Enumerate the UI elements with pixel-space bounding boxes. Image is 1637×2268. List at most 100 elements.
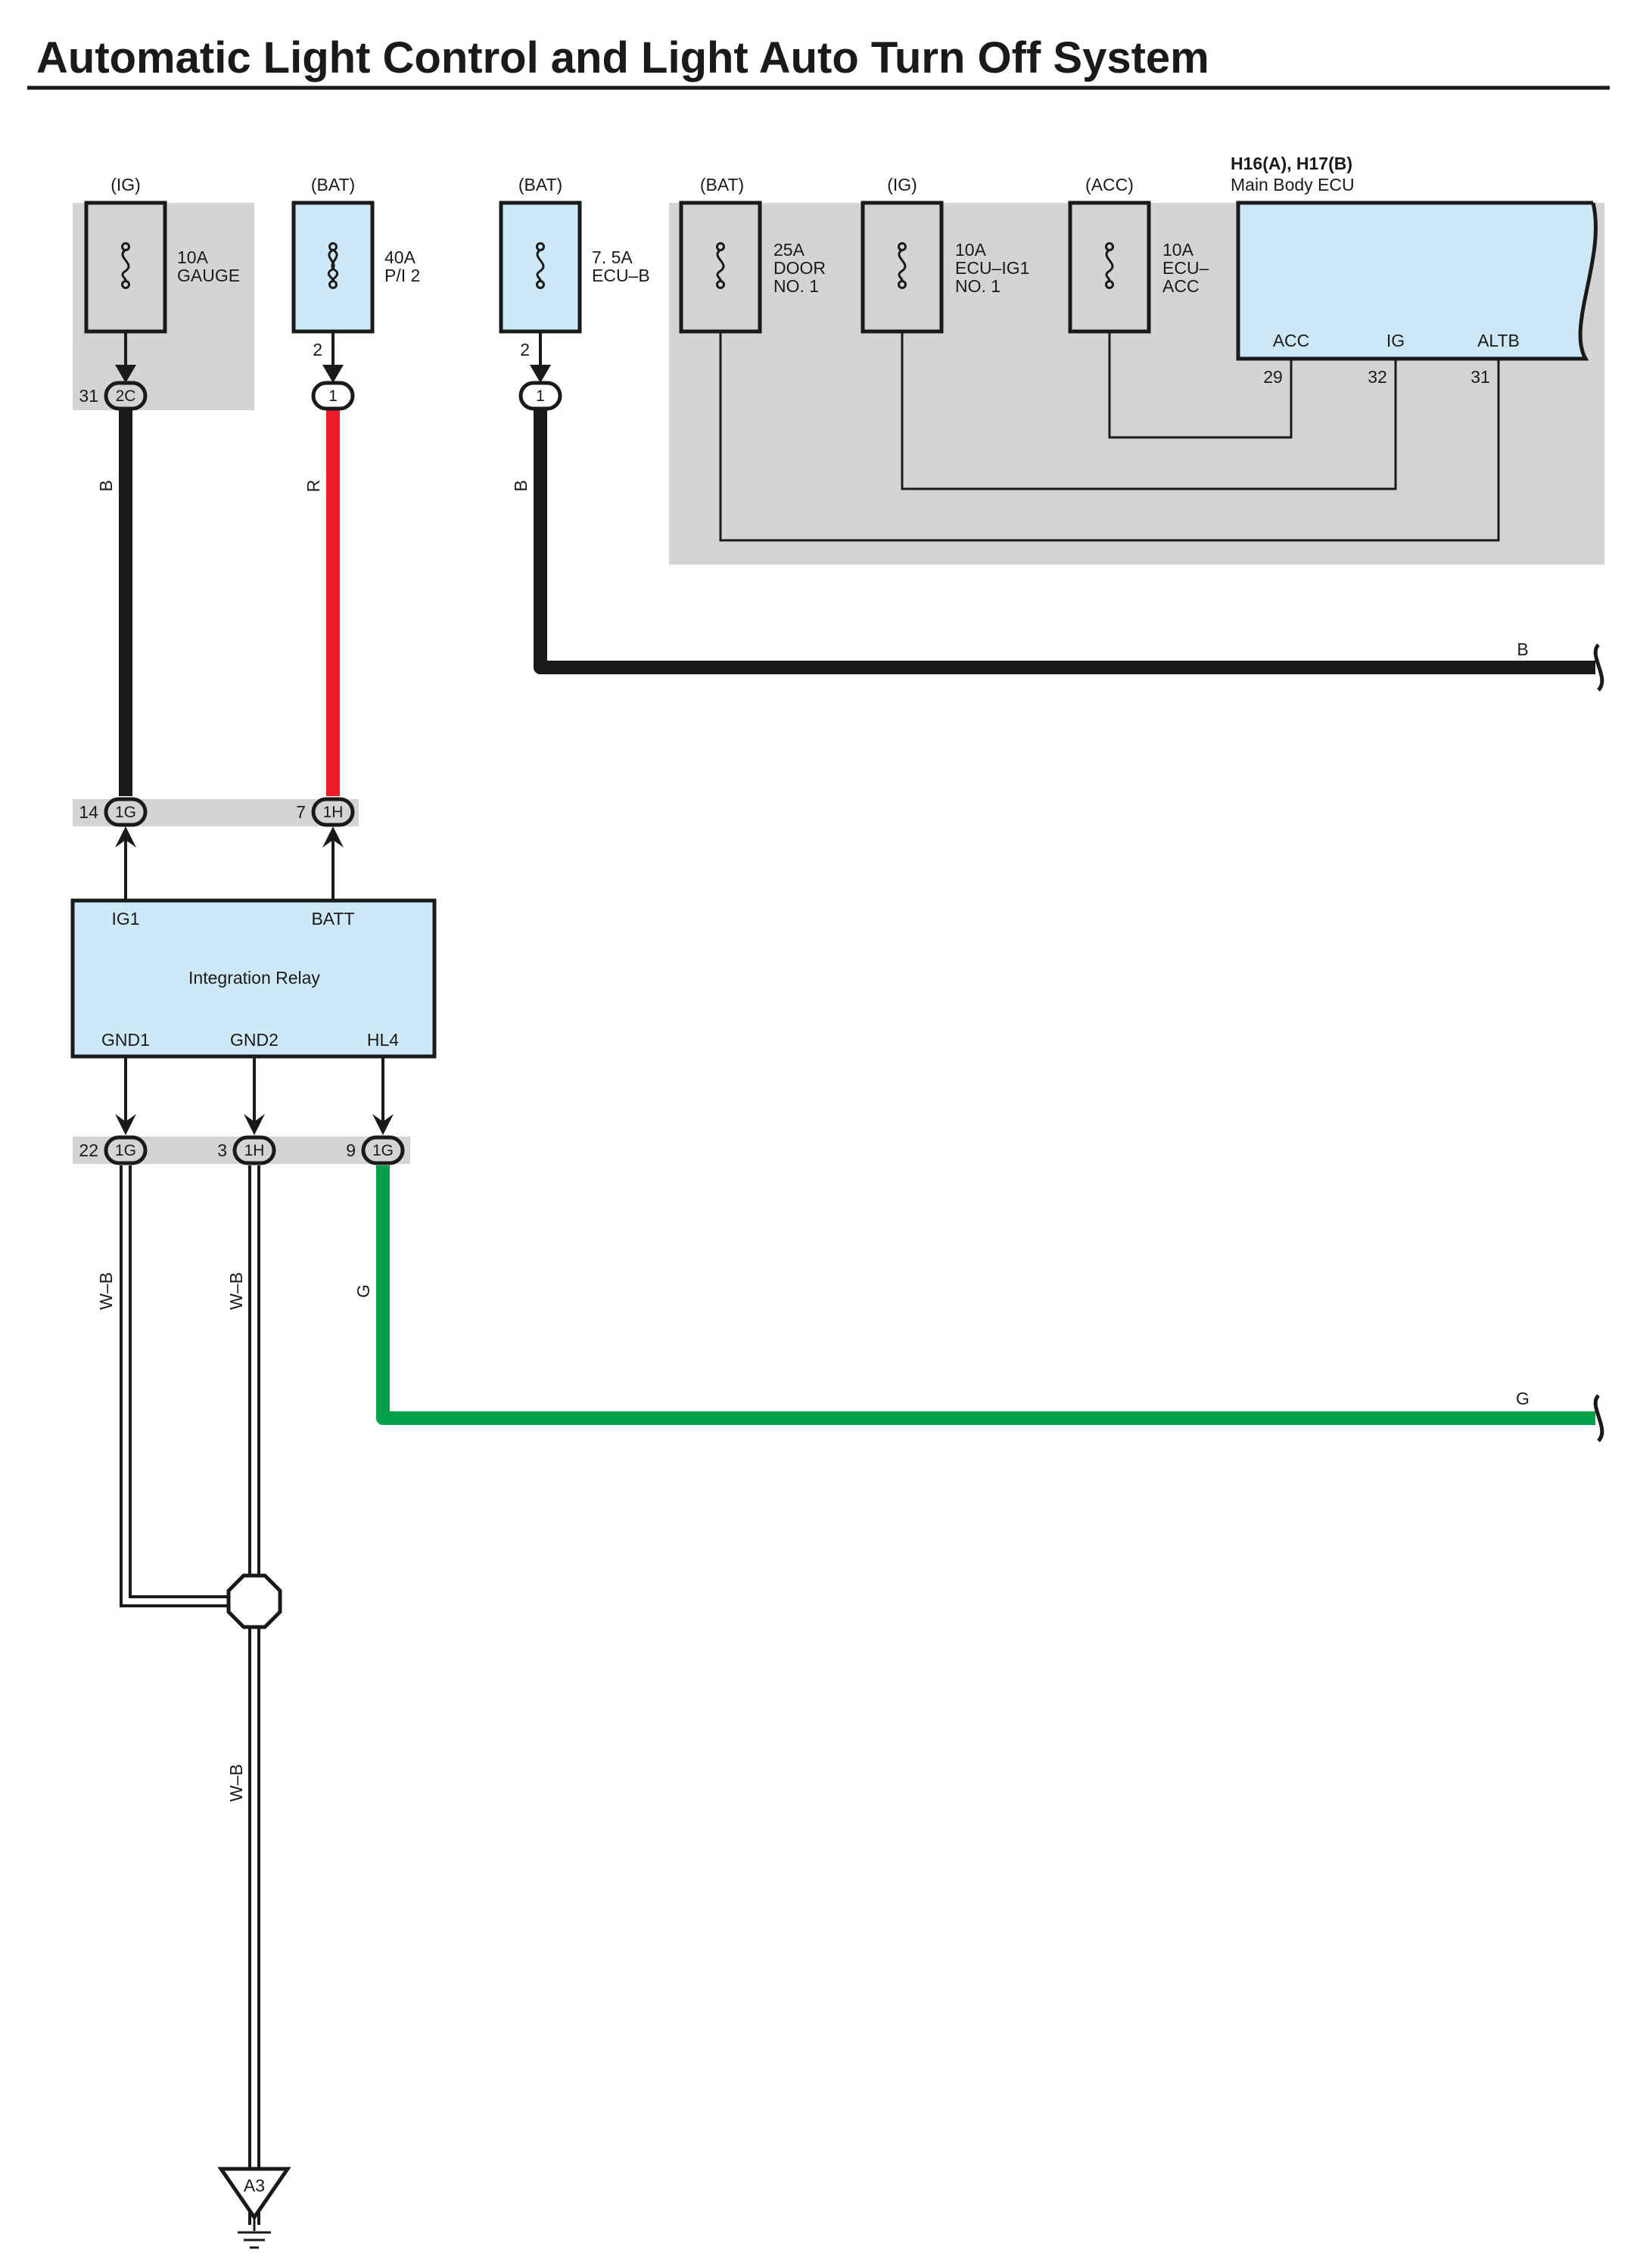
- ecub-fuse-pin: 2: [520, 340, 530, 359]
- fuse-source-label: (ACC): [1085, 175, 1134, 194]
- wire-black-ecub: [534, 409, 1595, 674]
- relay-terminal-gnd2: GND2: [230, 1030, 279, 1050]
- connector-pin: 14: [79, 802, 98, 822]
- fuse-name-line1: ECU–IG1: [955, 258, 1029, 278]
- relay-terminal-ig1: IG1: [111, 909, 139, 929]
- ecu-pin-29: 29: [1263, 367, 1283, 387]
- relay-lower-leads: [115, 1056, 394, 1135]
- fuse-source-label: (IG): [110, 175, 141, 194]
- ground-label: A3: [244, 2176, 265, 2195]
- ground-wires: [120, 1165, 260, 2225]
- fuse-source-label: (BAT): [518, 175, 562, 194]
- page-title: Automatic Light Control and Light Auto T…: [36, 33, 1209, 82]
- connector-code: 1H: [244, 1142, 265, 1159]
- connector-2c: 2C 31: [79, 381, 148, 411]
- fuse-ecu-acc: (ACC) 10A ECU– ACC: [1068, 175, 1209, 334]
- wire-label-gnd1: W–B: [96, 1272, 116, 1310]
- connector-pin: 22: [79, 1140, 98, 1160]
- wire-ig: [901, 331, 1397, 490]
- connector-code: 2C: [116, 387, 136, 405]
- fuse-rating: 10A: [177, 247, 209, 267]
- wire-break-b: [1593, 643, 1604, 692]
- relay-terminal-gnd1: GND1: [101, 1030, 150, 1050]
- wire-label-hl4-out: G: [1516, 1389, 1530, 1408]
- ground-a3: A3: [217, 2167, 291, 2249]
- ecu-pin-32: 32: [1368, 367, 1387, 387]
- fuse-name-line2: ACC: [1162, 276, 1200, 296]
- fuse-pi2: (BAT) 40A P/I 2: [291, 175, 420, 334]
- ecu-code: H16(A), H17(B): [1231, 154, 1352, 173]
- connector-1g-14: 1G 14: [79, 797, 148, 827]
- fuse-source-label: (BAT): [700, 175, 744, 194]
- fuse-rating: 7. 5A: [592, 247, 633, 267]
- relay-terminal-hl4: HL4: [367, 1030, 399, 1050]
- fuse-ecu-ig1-no1: (IG) 10A ECU–IG1 NO. 1: [861, 175, 1029, 334]
- relay-name: Integration Relay: [188, 968, 320, 988]
- fuse-name: ECU–B: [592, 266, 650, 285]
- wire-label-pi2: R: [303, 480, 323, 493]
- connector-pin: 7: [296, 802, 306, 822]
- fuse-name-line1: DOOR: [773, 258, 826, 278]
- connector-pin: 9: [346, 1140, 356, 1160]
- connector-pin: 31: [79, 386, 98, 406]
- wire-label-ground: W–B: [226, 1764, 246, 1802]
- ecu-box: [1236, 201, 1598, 361]
- fuse-ecu-b: (BAT) 7. 5A ECU–B: [499, 175, 650, 334]
- fuse-source-label: (IG): [887, 175, 917, 194]
- connector-code: 1G: [372, 1142, 394, 1159]
- relay-upper-leads: [115, 826, 344, 901]
- fuse-rating: 10A: [1162, 240, 1194, 260]
- ecu-name: Main Body ECU: [1231, 175, 1355, 194]
- pi2-fuse-pin: 2: [313, 340, 322, 359]
- connector-pin: 3: [217, 1140, 227, 1160]
- wire-break-g: [1593, 1394, 1604, 1442]
- ground-triangle: [217, 2167, 291, 2221]
- wire-green-hl4: [376, 1165, 1595, 1425]
- connector-code: 1G: [115, 804, 136, 821]
- wire-altb: [719, 331, 1500, 542]
- fuse-name: P/I 2: [384, 266, 420, 285]
- fuse-door-no1: (BAT) 25A DOOR NO. 1: [679, 175, 826, 334]
- ecu-supply-wires: [719, 331, 1500, 542]
- splice-point: [226, 1573, 282, 1629]
- fuse-name-line1: ECU–: [1162, 258, 1209, 278]
- fuse-box: [499, 201, 582, 334]
- connector-ecub-1: 1: [518, 381, 562, 411]
- fuse-leads: [124, 331, 542, 369]
- connector-code: 1: [328, 387, 338, 405]
- fuse-lead-arrows: [115, 365, 551, 383]
- fuse-rating: 25A: [773, 240, 805, 260]
- ecu-terminal-ig: IG: [1386, 331, 1405, 350]
- fuse-box: [861, 201, 944, 334]
- fuse-name: GAUGE: [177, 266, 240, 285]
- wire-acc: [1108, 331, 1293, 439]
- ecu-pin-31: 31: [1470, 367, 1490, 387]
- wire-label-ecub-out: B: [1517, 639, 1528, 659]
- fuse-source-label: (BAT): [311, 175, 355, 194]
- integration-relay: IG1 BATT Integration Relay GND1 GND2 HL4: [70, 898, 437, 1059]
- fuse-name-line2: NO. 1: [773, 276, 819, 296]
- connector-code: 1: [536, 387, 545, 405]
- wire-label-gnd2: W–B: [226, 1272, 246, 1310]
- connector-1g-22: 1G 22: [79, 1135, 148, 1165]
- connector-1g-9: 1G 9: [346, 1135, 405, 1165]
- connector-1h-3: 1H 3: [217, 1135, 276, 1165]
- connector-pi2-1: 1: [311, 381, 355, 411]
- fuse-box: [1068, 201, 1151, 334]
- connector-code: 1H: [323, 804, 344, 821]
- wire-label-hl4: G: [353, 1284, 373, 1298]
- fuse-rating: 40A: [384, 247, 416, 267]
- relay-terminal-batt: BATT: [311, 909, 354, 929]
- fuse-name-line2: NO. 1: [955, 276, 1001, 296]
- connector-1h-7: 1H 7: [296, 797, 355, 827]
- wire-label-ecub: B: [511, 480, 531, 491]
- ecu-terminal-altb: ALTB: [1477, 331, 1520, 350]
- main-wires: [119, 409, 1595, 1425]
- fuse-rating: 10A: [955, 240, 987, 260]
- connector-code: 1G: [115, 1142, 136, 1159]
- fuse-box: [679, 201, 762, 334]
- ecu-terminal-acc: ACC: [1273, 331, 1310, 350]
- main-body-ecu: H16(A), H17(B) Main Body ECU ACC IG ALTB…: [1231, 154, 1598, 387]
- wire-label-gauge: B: [96, 480, 116, 491]
